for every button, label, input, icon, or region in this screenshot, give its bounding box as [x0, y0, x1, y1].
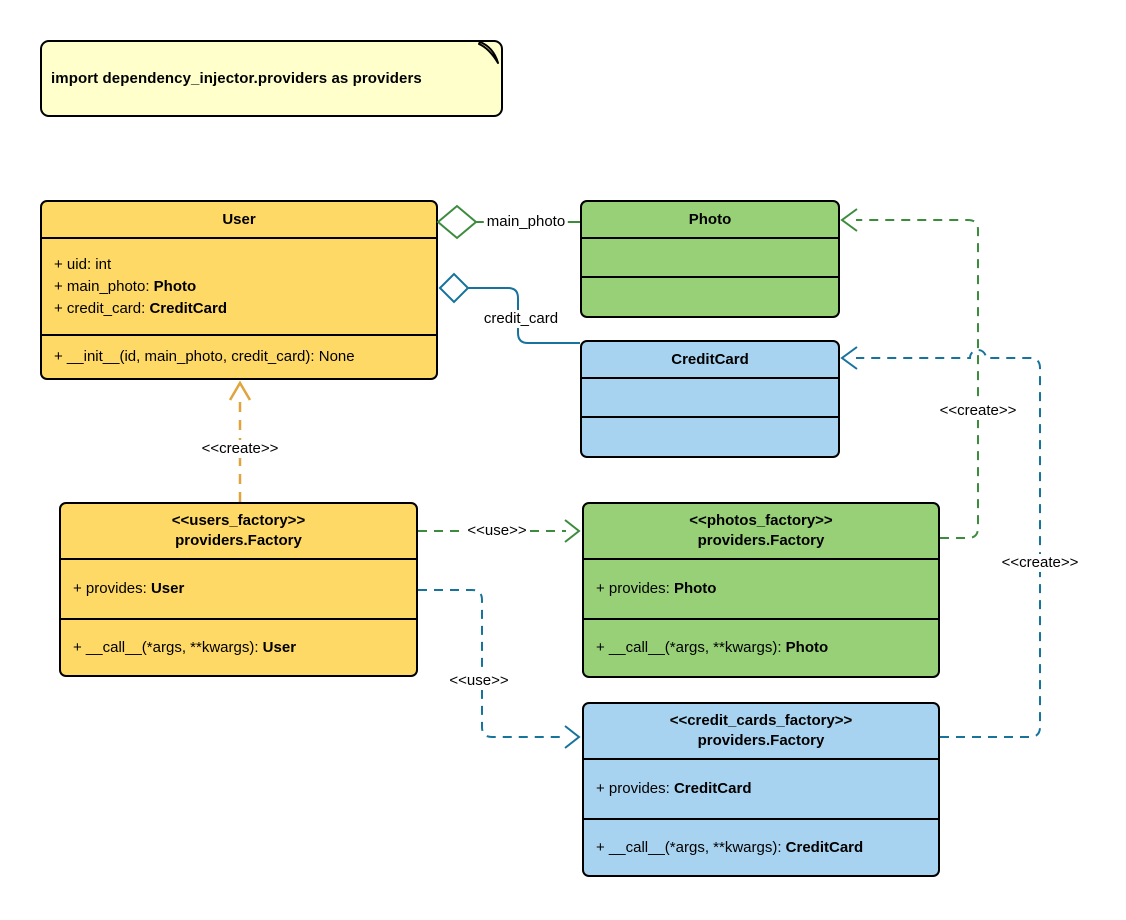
class-users-factory-attributes: + provides: User — [61, 558, 416, 618]
class-photo-methods — [582, 276, 838, 316]
attribute-line: + provides: User — [73, 580, 185, 597]
class-photos-factory-attributes: + provides: Photo — [584, 558, 938, 618]
class-users-factory-title: <<users_factory>> providers.Factory — [171, 512, 306, 549]
method-line: + __call__(*args, **kwargs): CreditCard — [596, 838, 864, 856]
class-user-attributes: + uid: int + main_photo: Photo + credit_… — [42, 237, 436, 334]
class-credit-cards-factory: <<credit_cards_factory>> providers.Facto… — [582, 702, 940, 877]
class-credit-cards-factory-title: <<credit_cards_factory>> providers.Facto… — [669, 712, 853, 749]
use-credit-cards-line — [418, 589, 566, 738]
class-photo-attributes — [582, 237, 838, 276]
class-users-factory: <<users_factory>> providers.Factory + pr… — [59, 502, 418, 677]
class-photo: Photo — [580, 200, 840, 318]
connector-label-main-photo: main_photo — [483, 213, 569, 231]
open-arrowhead-icon — [564, 725, 581, 749]
class-photos-factory: <<photos_factory>> providers.Factory + p… — [582, 502, 940, 678]
class-credit-cards-factory-methods: + __call__(*args, **kwargs): CreditCard — [584, 818, 938, 875]
connector-label-use-credit-cards: <<use>> — [446, 672, 512, 690]
open-arrowhead-icon — [228, 380, 252, 401]
attribute-line: + main_photo: Photo — [54, 277, 197, 295]
class-user-methods: + __init__(id, main_photo, credit_card):… — [42, 334, 436, 378]
class-user: User + uid: int + main_photo: Photo + cr… — [40, 200, 438, 380]
aggregation-diamond-icon — [438, 272, 470, 304]
connector-label-credit-card: credit_card — [480, 310, 562, 328]
attribute-line: + credit_card: CreditCard — [54, 299, 227, 317]
note-fold-corner-icon — [478, 41, 499, 64]
class-creditcard-title: CreditCard — [671, 350, 749, 368]
connector-label-use-photos: <<use>> — [464, 522, 530, 540]
note: import dependency_injector.providers as … — [40, 40, 503, 117]
class-user-title: User — [222, 210, 256, 228]
connector-label-create-photo: <<create>> — [936, 402, 1020, 420]
create-photo-line — [856, 219, 979, 539]
attribute-line: + uid: int — [54, 255, 112, 273]
method-line: + __call__(*args, **kwargs): Photo — [596, 639, 829, 656]
stereotype: <<photos_factory>> — [689, 512, 833, 529]
class-credit-cards-factory-attributes: + provides: CreditCard — [584, 758, 938, 818]
open-arrowhead-icon — [840, 208, 858, 232]
method-line: + __call__(*args, **kwargs): User — [73, 638, 297, 656]
attribute-line: + provides: Photo — [596, 580, 717, 597]
stereotype: <<credit_cards_factory>> — [669, 712, 853, 729]
connector-label-create-user: <<create>> — [198, 440, 282, 458]
aggregation-diamond-icon — [436, 204, 478, 240]
open-arrowhead-icon — [564, 519, 581, 543]
class-photos-factory-title: <<photos_factory>> providers.Factory — [689, 512, 833, 549]
attribute-line: + provides: CreditCard — [596, 780, 752, 797]
class-users-factory-methods: + __call__(*args, **kwargs): User — [61, 618, 416, 675]
connector-label-create-credit-card: <<create>> — [998, 554, 1082, 572]
class-photo-title: Photo — [688, 210, 732, 228]
stereotype: <<users_factory>> — [171, 512, 306, 529]
class-creditcard-attributes — [582, 377, 838, 416]
class-creditcard: CreditCard — [580, 340, 840, 458]
class-photos-factory-methods: + __call__(*args, **kwargs): Photo — [584, 618, 938, 676]
class-creditcard-methods — [582, 416, 838, 456]
note-text: import dependency_injector.providers as … — [51, 70, 422, 87]
open-arrowhead-icon — [840, 346, 858, 370]
method-line: + __init__(id, main_photo, credit_card):… — [54, 348, 355, 365]
